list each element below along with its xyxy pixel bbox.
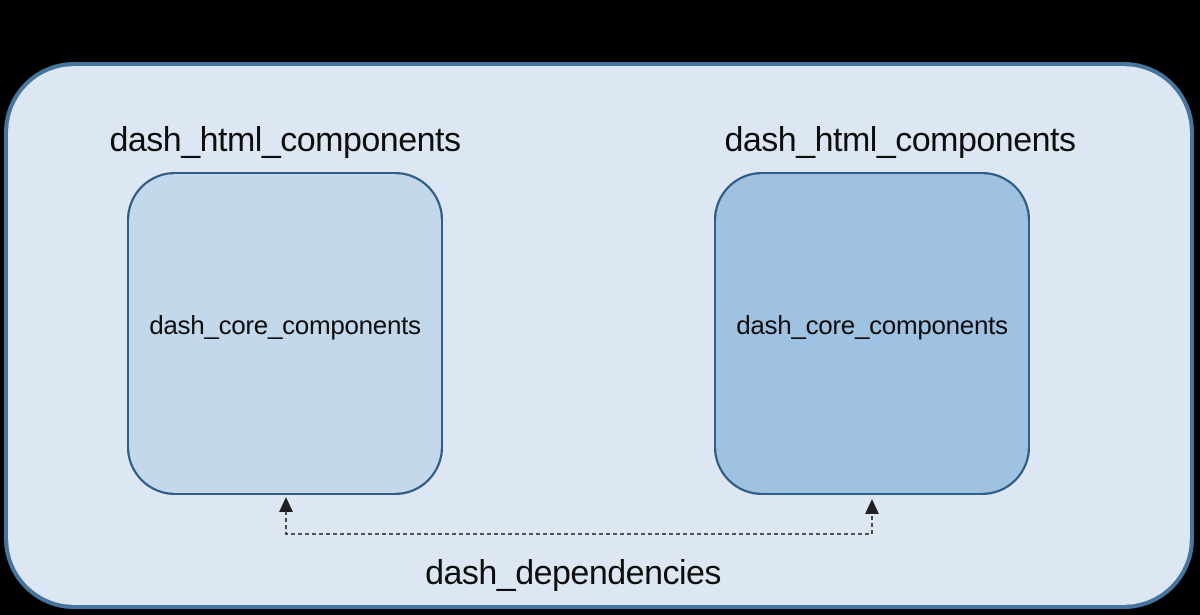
right-package-label: dash_core_components bbox=[736, 310, 1008, 340]
left-package-label: dash_core_components bbox=[149, 310, 421, 340]
right-package-box: dash_core_components bbox=[714, 172, 1030, 495]
connector-label: dash_dependencies bbox=[425, 554, 721, 592]
left-package-box-border bbox=[127, 172, 443, 495]
left-package-box: dash_core_components bbox=[127, 172, 443, 495]
right-package-box-border bbox=[714, 172, 1030, 495]
right-group-title: dash_html_components bbox=[724, 121, 1076, 159]
left-group-title: dash_html_components bbox=[109, 121, 461, 159]
dash-app-container-border bbox=[4, 62, 1194, 609]
